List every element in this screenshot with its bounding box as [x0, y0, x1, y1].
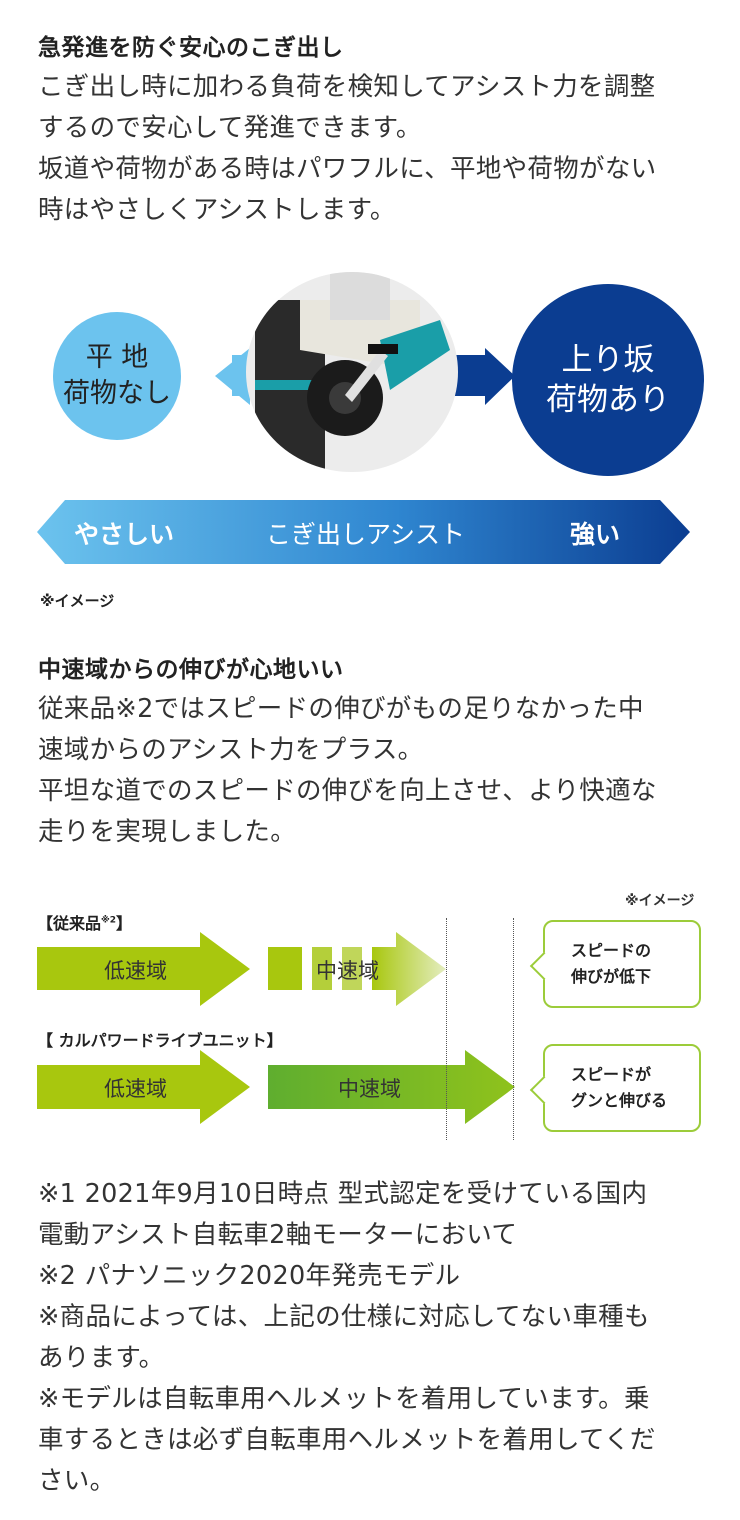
- footnote-line: 電動アシスト自転車2軸モーターにおいて: [38, 1220, 518, 1250]
- bubble-text: グンと伸びる: [571, 1091, 668, 1110]
- speed-diagram: ※イメージ 【従来品※2】 低速域 中速域 スピードの 伸びが低下 【 カルパワ…: [0, 880, 740, 1150]
- bar-label-center: こぎ出しアシスト: [266, 520, 466, 549]
- section1-body: こぎ出し時に加わる負荷を検知してアシスト力を調整 するので安心して発進できます。…: [38, 67, 718, 231]
- footnote-line: ※モデルは自転車用ヘルメットを着用しています。乗: [38, 1384, 650, 1414]
- row1-low-label: 低速域: [104, 959, 167, 983]
- flat-no-load-circle: 平 地 荷物なし: [53, 312, 181, 440]
- footnote-line: あります。: [38, 1343, 165, 1373]
- circle-text: 上り坂: [561, 342, 655, 378]
- circle-text: 荷物あり: [546, 382, 670, 418]
- text-line: こぎ出し時に加わる負荷を検知してアシスト力を調整: [38, 72, 656, 102]
- speed-diagram-graphics: [37, 932, 515, 1124]
- footnote-line: 車するときは必ず自転車用ヘルメットを着用してくだ: [38, 1425, 656, 1455]
- circle-text: 荷物なし: [63, 378, 171, 409]
- text-line: 速域からのアシスト力をプラス。: [38, 735, 424, 765]
- row1-mid-arrow: [268, 932, 446, 1006]
- text-line: 平坦な道でのスピードの伸びを向上させ、より快適な: [38, 776, 657, 806]
- text-line: 走りを実現しました。: [38, 817, 297, 847]
- text-line: 時はやさしくアシストします。: [38, 195, 396, 225]
- image-note: ※イメージ: [40, 592, 115, 610]
- row2-low-label: 低速域: [104, 1077, 167, 1101]
- row2-mid-arrow: [268, 1050, 515, 1124]
- row1-bubble: スピードの 伸びが低下: [543, 920, 701, 1008]
- assist-bar-shape: [37, 500, 690, 564]
- row2-mid-label: 中速域: [338, 1077, 401, 1101]
- assist-diagram: 平 地 荷物なし 上り坂 荷物あり やさしい こぎ出しアシスト 強い ※イメージ: [0, 260, 740, 610]
- pedal-photo: [246, 272, 458, 472]
- footnote-line: ※商品によっては、上記の仕様に対応してない車種も: [38, 1302, 650, 1332]
- label-text: 【従来品: [37, 914, 102, 933]
- divider-line: [446, 918, 447, 1140]
- assist-diagram-graphics: [37, 272, 690, 564]
- bar-label-strong: 強い: [570, 520, 621, 549]
- bubble-text: スピードの: [571, 941, 652, 960]
- label-sup: ※2: [101, 915, 117, 926]
- section2-body: 従来品※2ではスピードの伸びがもの足りなかった中 速域からのアシスト力をプラス。…: [38, 689, 718, 853]
- label-text: 】: [116, 914, 133, 933]
- section2-heading: 中速域からの伸びが心地いい: [38, 657, 344, 683]
- arrow-right-shape: [455, 348, 515, 405]
- row2-label: 【 カルパワードライブユニット】: [37, 1031, 283, 1050]
- text-line: するので安心して発進できます。: [38, 113, 422, 143]
- bubble-text: スピードが: [571, 1065, 652, 1084]
- row1-low-arrow: [37, 932, 250, 1006]
- divider-line: [513, 918, 514, 1140]
- footnotes: ※1 2021年9月10日時点 型式認定を受けている国内 電動アシスト自転車2軸…: [38, 1174, 718, 1502]
- text-line: 従来品※2ではスピードの伸びがもの足りなかった中: [38, 694, 644, 724]
- image-note: ※イメージ: [625, 893, 695, 909]
- row1-mid-label: 中速域: [316, 959, 379, 983]
- footnote-line: ※2 パナソニック2020年発売モデル: [38, 1261, 461, 1291]
- row2-bubble: スピードが グンと伸びる: [543, 1044, 701, 1132]
- section1-heading: 急発進を防ぐ安心のこぎ出し: [38, 35, 344, 61]
- text-line: 坂道や荷物がある時はパワフルに、平地や荷物がない: [38, 154, 657, 184]
- uphill-load-circle: 上り坂 荷物あり: [512, 284, 704, 476]
- row1-label: 【従来品※2】: [37, 910, 132, 934]
- bubble-text: 伸びが低下: [571, 967, 652, 986]
- bar-label-gentle: やさしい: [74, 520, 175, 549]
- row2-low-arrow: [37, 1050, 250, 1124]
- circle-text: 平 地: [85, 342, 149, 373]
- footnote-line: さい。: [38, 1466, 116, 1496]
- footnote-line: ※1 2021年9月10日時点 型式認定を受けている国内: [38, 1179, 648, 1209]
